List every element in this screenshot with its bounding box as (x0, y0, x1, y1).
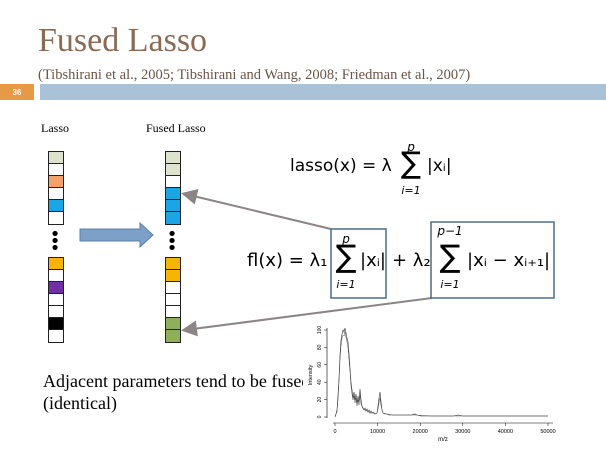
lasso-cell (49, 212, 63, 224)
lasso-vector: ••• (48, 151, 64, 343)
lasso-sum-lower: i=1 (401, 184, 421, 197)
lasso-cell (49, 294, 63, 306)
caption-text: Adjacent parameters tend to be fused (id… (43, 371, 311, 413)
fl-term1: |xᵢ| (360, 250, 386, 271)
fused-cell (166, 212, 180, 224)
fl-sum2-upper: p−1 (437, 224, 463, 238)
header-band (40, 84, 606, 100)
fused-cell (166, 294, 180, 306)
lasso-vector-bottom (48, 257, 64, 343)
y-tick-label: 40 (317, 379, 323, 385)
lasso-cell (49, 188, 63, 200)
x-tick-label: 0 (333, 429, 336, 435)
fl-sigma2: ∑ (439, 239, 461, 275)
fused-vector-bottom (165, 257, 181, 343)
slide-title: Fused Lasso (38, 22, 208, 59)
fused-lasso-label: Fused Lasso (146, 121, 206, 135)
formula-box-l1 (330, 228, 387, 299)
lasso-term: |xᵢ| (427, 156, 452, 176)
fl-sum1-upper: p (342, 232, 350, 246)
y-tick-label: 80 (317, 344, 323, 350)
fused-cell (166, 200, 180, 212)
x-tick-label: 50000 (540, 429, 555, 435)
x-tick-label: 10000 (370, 429, 385, 435)
plot-x-ticks: 0 10000 20000 30000 40000 50000 (333, 423, 556, 435)
fl-sum2-lower: i=1 (440, 278, 460, 291)
lasso-cell (49, 176, 63, 188)
lasso-formula-lhs: lasso(x) = λ (290, 156, 392, 176)
fl-sigma1: ∑ (335, 239, 357, 275)
lasso-cell (49, 282, 63, 294)
y-tick-label: 20 (317, 397, 323, 403)
lasso-sum-upper: p (407, 140, 415, 154)
x-tick-label: 20000 (413, 429, 428, 435)
lasso-cell (49, 258, 63, 270)
plot-y-ticks: 0 20 40 60 80 100 (317, 326, 327, 418)
fused-cell (166, 282, 180, 294)
plot-x-label: m/z (438, 437, 448, 443)
fused-vector: ••• (165, 151, 181, 343)
fl-plus-lambda2: + λ₂ (392, 250, 431, 271)
lasso-vector-top (48, 151, 64, 225)
fused-cell (166, 318, 180, 330)
y-tick-label: 60 (317, 362, 323, 368)
lasso-cell (49, 152, 63, 164)
lasso-cell (49, 270, 63, 282)
fused-cell (166, 176, 180, 188)
lasso-cell (49, 330, 63, 342)
fused-ellipsis: ••• (166, 224, 178, 259)
fused-cell (166, 306, 180, 318)
lasso-cell (49, 200, 63, 212)
fl-formula-lhs: fl(x) = λ₁ (247, 250, 328, 271)
fl-sum1-lower: i=1 (336, 278, 356, 291)
x-tick-label: 40000 (498, 429, 513, 435)
lasso-ellipsis: ••• (49, 224, 61, 259)
formula-box-fused (430, 221, 555, 299)
block-arrow (79, 221, 154, 249)
x-tick-label: 30000 (455, 429, 470, 435)
fused-cell (166, 258, 180, 270)
fl-term2: |xᵢ − xᵢ₊₁| (467, 250, 551, 271)
fused-cell (166, 188, 180, 200)
lasso-cell (49, 306, 63, 318)
fused-cell (166, 152, 180, 164)
arrow-sum2-to-group (181, 297, 433, 337)
y-tick-label: 100 (317, 326, 323, 335)
plot-y-label: Intensity (308, 365, 314, 386)
lasso-label: Lasso (41, 121, 69, 135)
fused-cell (166, 164, 180, 176)
y-tick-label: 0 (317, 415, 323, 418)
lasso-cell (49, 164, 63, 176)
lasso-sigma: ∑ (400, 146, 422, 181)
arrow-sum1-to-group (181, 189, 332, 230)
slide-number: 36 (0, 84, 34, 100)
lasso-cell (49, 318, 63, 330)
fused-vector-top (165, 151, 181, 225)
spectrum-trace-b (334, 331, 548, 417)
fused-cell (166, 330, 180, 342)
slide-subtitle: (Tibshirani et al., 2005; Tibshirani and… (38, 67, 471, 83)
fused-cell (166, 270, 180, 282)
